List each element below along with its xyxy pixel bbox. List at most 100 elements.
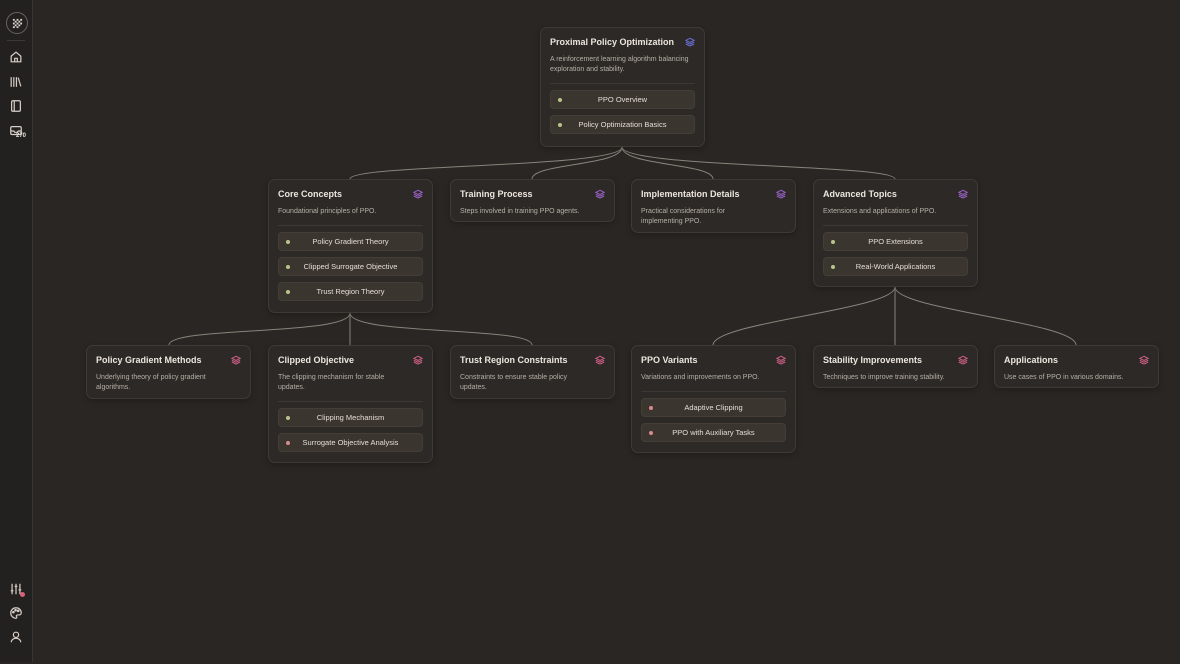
library-icon[interactable] xyxy=(8,74,24,90)
layers-icon xyxy=(595,189,605,199)
node-core-concepts[interactable]: Core Concepts Foundational principles of… xyxy=(268,179,433,313)
node-title: Implementation Details xyxy=(641,189,740,199)
bullet-dot xyxy=(286,416,290,420)
node-title: Core Concepts xyxy=(278,189,343,199)
node-title: Applications xyxy=(1004,355,1059,365)
bullet-dot xyxy=(286,265,290,269)
notebook-icon[interactable] xyxy=(8,98,24,114)
home-icon[interactable] xyxy=(8,49,24,65)
item-label: Clipped Surrogate Objective xyxy=(303,262,398,271)
node-description: Variations and improvements on PPO. xyxy=(641,374,760,381)
list-item[interactable]: Real-World Applications xyxy=(823,257,968,276)
settings-notification-dot xyxy=(20,592,25,597)
item-label: PPO Overview xyxy=(597,95,648,104)
connector-core-trust-region xyxy=(349,312,533,346)
item-label: PPO with Auxiliary Tasks xyxy=(672,428,755,437)
item-label: Real-World Applications xyxy=(855,262,936,271)
palette-icon[interactable] xyxy=(8,605,24,621)
connector-advanced-applications xyxy=(894,286,1077,346)
list-item[interactable]: Clipping Mechanism xyxy=(278,408,423,427)
list-item[interactable]: PPO Overview xyxy=(550,90,695,109)
list-item[interactable]: Trust Region Theory xyxy=(278,282,423,301)
inbox-count-badge: 270 xyxy=(16,133,27,139)
layers-icon xyxy=(958,189,968,199)
node-divider xyxy=(278,225,423,226)
node-policy-gradient-methods[interactable]: Policy Gradient Methods Underlying theor… xyxy=(86,345,251,399)
node-description: Steps involved in training PPO agents. xyxy=(460,208,580,215)
layers-icon xyxy=(776,189,786,199)
node-clipped-objective[interactable]: Clipped Objective The clipping mechanism… xyxy=(268,345,433,463)
item-label: Policy Optimization Basics xyxy=(578,120,667,129)
node-ppo-variants[interactable]: PPO Variants Variations and improvements… xyxy=(631,345,796,453)
layers-icon xyxy=(595,355,605,365)
item-label: Clipping Mechanism xyxy=(316,413,385,422)
node-description: Underlying theory of policy gradient alg… xyxy=(96,374,206,391)
inbox-icon[interactable] xyxy=(8,123,24,139)
bullet-dot xyxy=(831,265,835,269)
list-item[interactable]: Surrogate Objective Analysis xyxy=(278,433,423,452)
layers-icon xyxy=(776,355,786,365)
node-title: Stability Improvements xyxy=(823,355,923,365)
list-item[interactable]: PPO Extensions xyxy=(823,232,968,251)
bullet-dot xyxy=(649,406,653,410)
node-training-process[interactable]: Training Process Steps involved in train… xyxy=(450,179,615,222)
node-divider xyxy=(550,83,695,84)
connector-advanced-variants xyxy=(712,286,896,346)
connector-root-implementation xyxy=(621,146,714,180)
bullet-dot xyxy=(286,441,290,445)
node-root[interactable]: Proximal Policy Optimization A reinforce… xyxy=(540,27,705,147)
node-implementation-details[interactable]: Implementation Details Practical conside… xyxy=(631,179,796,233)
node-trust-region-constraints[interactable]: Trust Region Constraints Constraints to … xyxy=(450,345,615,399)
sidebar-divider xyxy=(7,40,25,41)
connector-root-training xyxy=(531,146,623,180)
layers-icon xyxy=(958,355,968,365)
connector-core-policy-gradient xyxy=(168,312,351,346)
node-title: Clipped Objective xyxy=(278,355,355,365)
logo-icon[interactable] xyxy=(6,12,28,34)
sidebar: 270 xyxy=(0,0,33,662)
list-item[interactable]: PPO with Auxiliary Tasks xyxy=(641,423,786,442)
item-label: Adaptive Clipping xyxy=(684,403,743,412)
sliders-icon[interactable] xyxy=(8,581,24,597)
node-title: Trust Region Constraints xyxy=(460,355,568,365)
layers-icon xyxy=(231,355,241,365)
list-item[interactable]: Adaptive Clipping xyxy=(641,398,786,417)
connector-root-advanced xyxy=(621,146,896,180)
node-description: A reinforcement learning algorithm balan… xyxy=(550,56,689,73)
node-description: Extensions and applications of PPO. xyxy=(823,208,937,215)
node-title: Policy Gradient Methods xyxy=(96,355,202,365)
node-title: Proximal Policy Optimization xyxy=(550,37,675,47)
node-description: Techniques to improve training stability… xyxy=(823,374,945,381)
node-title: PPO Variants xyxy=(641,355,698,365)
bullet-dot xyxy=(831,240,835,244)
bullet-dot xyxy=(286,240,290,244)
layers-icon xyxy=(685,37,695,47)
node-divider xyxy=(278,401,423,402)
item-label: Trust Region Theory xyxy=(316,287,385,296)
list-item[interactable]: Clipped Surrogate Objective xyxy=(278,257,423,276)
bullet-dot xyxy=(286,290,290,294)
layers-icon xyxy=(413,189,423,199)
node-advanced-topics[interactable]: Advanced Topics Extensions and applicati… xyxy=(813,179,978,287)
node-divider xyxy=(641,391,786,392)
item-label: Policy Gradient Theory xyxy=(312,237,389,246)
node-divider xyxy=(823,225,968,226)
node-title: Training Process xyxy=(460,189,533,199)
list-item[interactable]: Policy Optimization Basics xyxy=(550,115,695,134)
bullet-dot xyxy=(558,123,562,127)
node-stability-improvements[interactable]: Stability Improvements Techniques to imp… xyxy=(813,345,978,388)
layers-icon xyxy=(1139,355,1149,365)
user-icon[interactable] xyxy=(8,629,24,645)
bullet-dot xyxy=(649,431,653,435)
node-description: Foundational principles of PPO. xyxy=(278,208,377,215)
item-label: Surrogate Objective Analysis xyxy=(302,438,399,447)
node-description: The clipping mechanism for stable update… xyxy=(278,374,385,391)
item-label: PPO Extensions xyxy=(868,237,923,246)
connector-root-core xyxy=(349,146,623,180)
node-description: Constraints to ensure stable policy upda… xyxy=(460,374,567,391)
node-description: Practical considerations for implementin… xyxy=(641,208,726,225)
list-item[interactable]: Policy Gradient Theory xyxy=(278,232,423,251)
node-applications[interactable]: Applications Use cases of PPO in various… xyxy=(994,345,1159,388)
bullet-dot xyxy=(558,98,562,102)
node-description: Use cases of PPO in various domains. xyxy=(1004,374,1124,381)
